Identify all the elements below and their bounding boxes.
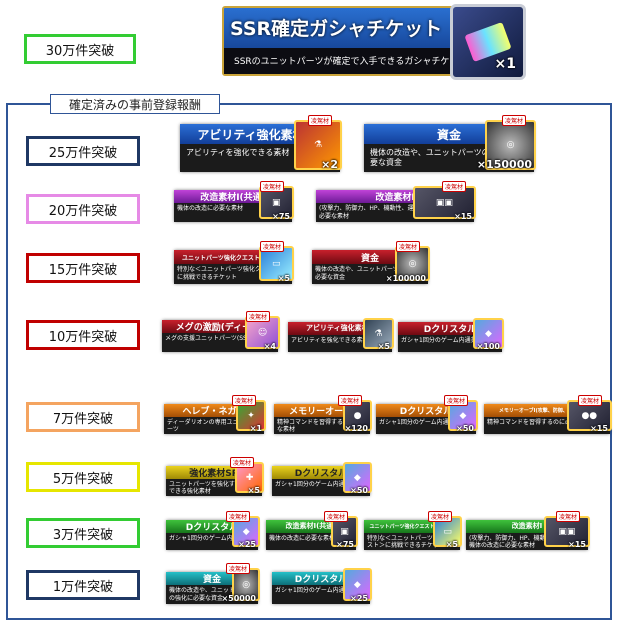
- reward-badge: 凌駕材: [225, 563, 250, 574]
- reward-meg-support-part: メグの激励(ディード) メグの支援ユニットパーツ(SSR) ☺ 凌駕材 ×4: [162, 311, 280, 352]
- reward-badge: 凌駕材: [231, 395, 256, 406]
- reward-qty: ×50: [350, 486, 368, 495]
- reward-badge: 凌駕材: [229, 457, 254, 468]
- reward-qty: ×50000: [221, 594, 256, 603]
- ssr-ticket-title: SSR確定ガシャチケット: [230, 18, 443, 41]
- reward-modify-material-common: 改造素材Ⅰ(共通) 機体の改造に必要な素材 ▣ 凌駕材 ×75: [174, 181, 294, 222]
- reward-qty: ×5: [247, 486, 260, 495]
- reward-ability-material-sr: アビリティ強化素材SR アビリティを強化できる素材 ⚗ 凌駕材 ×2: [180, 115, 342, 172]
- reward-badge: 凌駕材: [225, 511, 250, 522]
- reward-d-crystal-25b: Dクリスタル ガシャ1回分のゲーム内通貨 ◆ ×25: [272, 568, 372, 604]
- confirmed-rewards-label: 確定済みの事前登録報酬: [50, 94, 220, 114]
- reward-qty: ×25: [238, 540, 256, 549]
- reward-qty: ×4: [263, 342, 276, 351]
- reward-qty: ×15: [454, 212, 472, 221]
- reward-memory-orb-set: メモリーオーブⅠ(攻撃、防御、補助、妨害) 精神コマンドを習得するのに必要な素材…: [484, 395, 612, 434]
- tier-label-25: 25万件突破: [26, 136, 140, 166]
- ssr-ticket-qty: ×1: [494, 56, 516, 72]
- ability-material-icon: ⚗: [362, 318, 394, 350]
- reward-qty: ×100: [476, 342, 500, 351]
- reward-badge: 凌駕材: [443, 395, 468, 406]
- reward-badge: 凌駕材: [577, 395, 602, 406]
- tier-label-7: 7万件突破: [26, 402, 140, 432]
- tier-label-10: 10万件突破: [26, 320, 140, 350]
- reward-badge: 凌駕材: [259, 241, 284, 252]
- reward-quest-ticket-3: ユニットパーツ強化クエストチケット 特別な＜ユニットパーツ強化クエスト＞に挑戦で…: [364, 511, 462, 550]
- reward-qty: ×5: [377, 342, 390, 351]
- tier-label-20: 20万件突破: [26, 194, 140, 224]
- gacha-ticket-icon: [450, 4, 526, 80]
- coin-icon: ◎: [485, 120, 536, 170]
- tier-label-30: 30万件突破: [24, 34, 136, 64]
- reward-qty: ×5: [445, 540, 458, 549]
- reward-d-crystal-25: Dクリスタル ガシャ1回分のゲーム内通貨 ◆ 凌駕材 ×25: [166, 511, 260, 550]
- reward-modify-material-set: 改造素材Ⅰ (攻撃力、防御力、HP、機動性、運動性) 機体の改造に必要な素材 ▣…: [316, 181, 476, 222]
- reward-funds-100000: 資金 機体の改造や、ユニットパーツの強化に必要な資金 ◎ 凌駕材 ×100000: [312, 241, 430, 284]
- reward-badge: 凌駕材: [259, 181, 284, 192]
- reward-d-crystal-50b: Dクリスタル ガシャ1回分のゲーム内通貨 ◆ ×50: [272, 462, 372, 496]
- reward-qty: ×25: [350, 594, 368, 603]
- reward-qty: ×75: [336, 540, 354, 549]
- reward-badge: 凌駕材: [501, 115, 526, 126]
- reward-enhance-material-sr: 強化素材SR ユニットパーツを強化することができる強化素材 ✚ 凌駕材 ×5: [166, 457, 264, 496]
- reward-quest-ticket: ユニットパーツ強化クエストチケット 特別な＜ユニットパーツ強化クエスト＞に挑戦で…: [174, 241, 294, 284]
- reward-badge: 凌駕材: [323, 511, 348, 522]
- reward-qty: ×120: [344, 424, 368, 433]
- confirmed-rewards-frame: [6, 103, 612, 620]
- tier-label-1: 1万件突破: [26, 570, 140, 600]
- ssr-gacha-ticket-card: SSR確定ガシャチケット SSRのユニットパーツが確定で入手できるガシャチケット…: [222, 4, 526, 80]
- ability-material-icon: ⚗: [294, 120, 342, 170]
- reward-memory-orb: メモリーオーブⅠ 精神コマンドを習得するのに必要な素材 ● 凌駕材 ×120: [274, 395, 372, 434]
- reward-badge: 凌駕材: [395, 241, 420, 252]
- reward-d-crystal-100: Dクリスタル ガシャ1回分のゲーム内通貨 ◆ ×100: [398, 318, 504, 352]
- reward-badge: 凌駕材: [555, 511, 580, 522]
- tier-label-5: 5万件突破: [26, 462, 140, 492]
- reward-qty: ×75: [272, 212, 290, 221]
- crystal-icon: ◆: [472, 318, 504, 350]
- reward-badge: 凌駕材: [427, 511, 452, 522]
- reward-qty: ×1: [249, 424, 262, 433]
- reward-badge: 凌駕材: [245, 311, 270, 322]
- reward-modify-material-common-3: 改造素材Ⅰ(共通) 機体の改造に必要な素材 ▣ 凌駕材 ×75: [266, 511, 358, 550]
- tier-label-3: 3万件突破: [26, 518, 140, 548]
- reward-badge: 凌駕材: [307, 115, 332, 126]
- reward-modify-material-set-3: 改造素材Ⅰ (攻撃力、防御力、HP、機動性、運動性) 機体の改造に必要な素材 ▣…: [466, 511, 590, 550]
- crystal-icon: ◆: [342, 568, 372, 602]
- reward-funds-50000: 資金 機体の改造や、ユニットパーツの強化に必要な資金 ◎ 凌駕材 ×50000: [166, 563, 260, 604]
- crystal-icon: ◆: [342, 462, 372, 494]
- tier-label-15: 15万件突破: [26, 253, 140, 283]
- reward-qty: ×150000: [476, 158, 532, 171]
- reward-qty: ×50: [456, 424, 474, 433]
- reward-qty: ×100000: [385, 274, 426, 283]
- reward-heleb-negar: ヘレブ・ネガー ディーダリオンの専用ユニットパーツ ✦ 凌駕材 ×1: [164, 395, 266, 434]
- reward-badge: 凌駕材: [441, 181, 466, 192]
- reward-d-crystal-50: Dクリスタル ガシャ1回分のゲーム内通貨 ◆ 凌駕材 ×50: [376, 395, 478, 434]
- reward-qty: ×5: [277, 274, 290, 283]
- reward-qty: ×2: [321, 158, 338, 171]
- reward-qty: ×15: [568, 540, 586, 549]
- reward-ability-material-r: アビリティ強化素材R アビリティを強化できる素材 ⚗ ×5: [288, 318, 394, 352]
- reward-funds-150000: 資金 機体の改造や、ユニットパーツの強化に必要な資金 ◎ 凌駕材 ×150000: [364, 115, 536, 172]
- reward-badge: 凌駕材: [337, 395, 362, 406]
- reward-qty: ×15: [590, 424, 608, 433]
